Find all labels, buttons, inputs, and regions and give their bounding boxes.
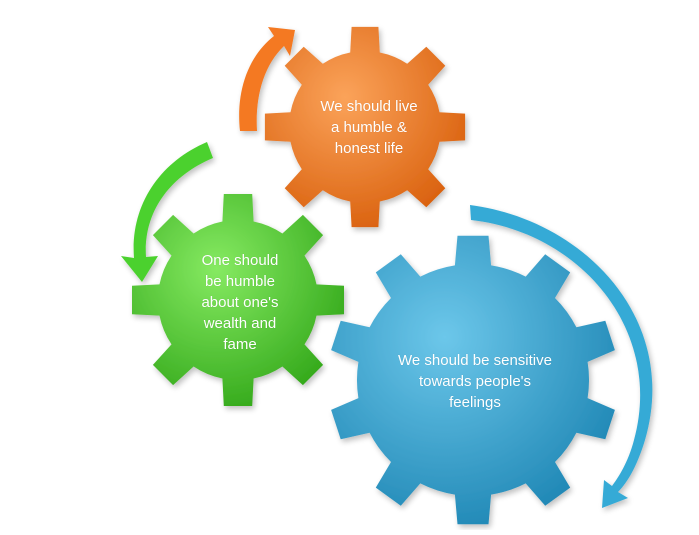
blue-gear [331, 235, 615, 525]
green-gear-label: One should be humble about one's wealth … [201, 251, 279, 353]
blue-gear-label: We should be sensitive towards people's … [398, 351, 552, 411]
orange-gear-label: We should live a humble & honest life [320, 97, 418, 157]
green-gear [132, 194, 344, 406]
orange-cycle-arrow [239, 27, 295, 131]
blue-cycle-arrow [470, 205, 653, 508]
orange-gear [264, 26, 466, 228]
green-cycle-arrow [121, 142, 213, 282]
